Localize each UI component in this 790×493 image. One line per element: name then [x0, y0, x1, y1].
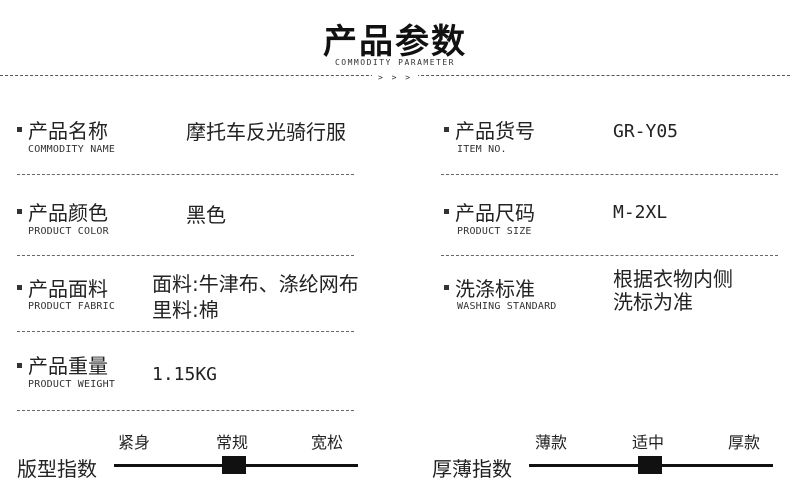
bullet-icon	[17, 285, 22, 290]
param-label-name: 产品名称	[28, 119, 108, 143]
param-value-size: M-2XL	[613, 202, 668, 223]
param-label-item: 产品货号	[455, 119, 535, 143]
row-divider	[17, 331, 354, 332]
param-value-fabric-outer: 面料:牛津布、涤纶网布	[152, 272, 359, 296]
param-label-size: 产品尺码	[455, 201, 535, 225]
bullet-icon	[17, 363, 22, 368]
param-label-name-en: COMMODITY NAME	[28, 144, 116, 155]
param-label-wash-en: WASHING STANDARD	[457, 301, 557, 312]
param-label-fabric: 产品面料	[28, 277, 108, 301]
param-value-weight: 1.15KG	[152, 364, 218, 385]
bullet-icon	[17, 127, 22, 132]
thickness-index-marker	[638, 456, 662, 474]
fit-tick-slim: 紧身	[118, 433, 151, 452]
bullet-icon	[444, 209, 449, 214]
fit-index-marker	[222, 456, 246, 474]
param-value-color: 黑色	[186, 203, 226, 227]
row-divider	[17, 410, 354, 411]
bullet-icon	[444, 285, 449, 290]
divider-arrows: > > >	[0, 73, 790, 82]
bullet-icon	[444, 127, 449, 132]
param-label-color-en: PRODUCT COLOR	[28, 226, 109, 237]
fit-tick-loose: 宽松	[311, 433, 344, 452]
fit-tick-regular: 常规	[216, 433, 249, 452]
fit-index-label: 版型指数	[17, 457, 97, 481]
row-divider	[17, 255, 354, 256]
param-value-wash-line1: 根据衣物内侧	[613, 267, 733, 291]
param-label-weight-en: PRODUCT WEIGHT	[28, 379, 116, 390]
param-label-color: 产品颜色	[28, 201, 108, 225]
param-value-item: GR-Y05	[613, 121, 679, 142]
thickness-tick-medium: 适中	[632, 433, 665, 452]
param-value-fabric-lining: 里料:棉	[152, 298, 219, 322]
thickness-tick-thick: 厚款	[728, 433, 761, 452]
param-label-weight: 产品重量	[28, 354, 108, 378]
page-title: 产品参数	[323, 22, 467, 62]
param-value-wash-line2: 洗标为准	[613, 290, 693, 314]
page-subtitle: COMMODITY PARAMETER	[334, 58, 455, 67]
row-divider	[441, 255, 778, 256]
param-value-name: 摩托车反光骑行服	[186, 120, 346, 144]
row-divider	[441, 174, 778, 175]
param-label-fabric-en: PRODUCT FABRIC	[28, 301, 116, 312]
param-label-size-en: PRODUCT SIZE	[457, 226, 532, 237]
row-divider	[17, 174, 354, 175]
thickness-index-label: 厚薄指数	[432, 457, 512, 481]
param-label-item-en: ITEM NO.	[457, 144, 507, 155]
arrows-text: > > >	[371, 73, 419, 82]
bullet-icon	[17, 209, 22, 214]
param-label-wash: 洗涤标准	[455, 277, 535, 301]
thickness-tick-thin: 薄款	[535, 433, 568, 452]
